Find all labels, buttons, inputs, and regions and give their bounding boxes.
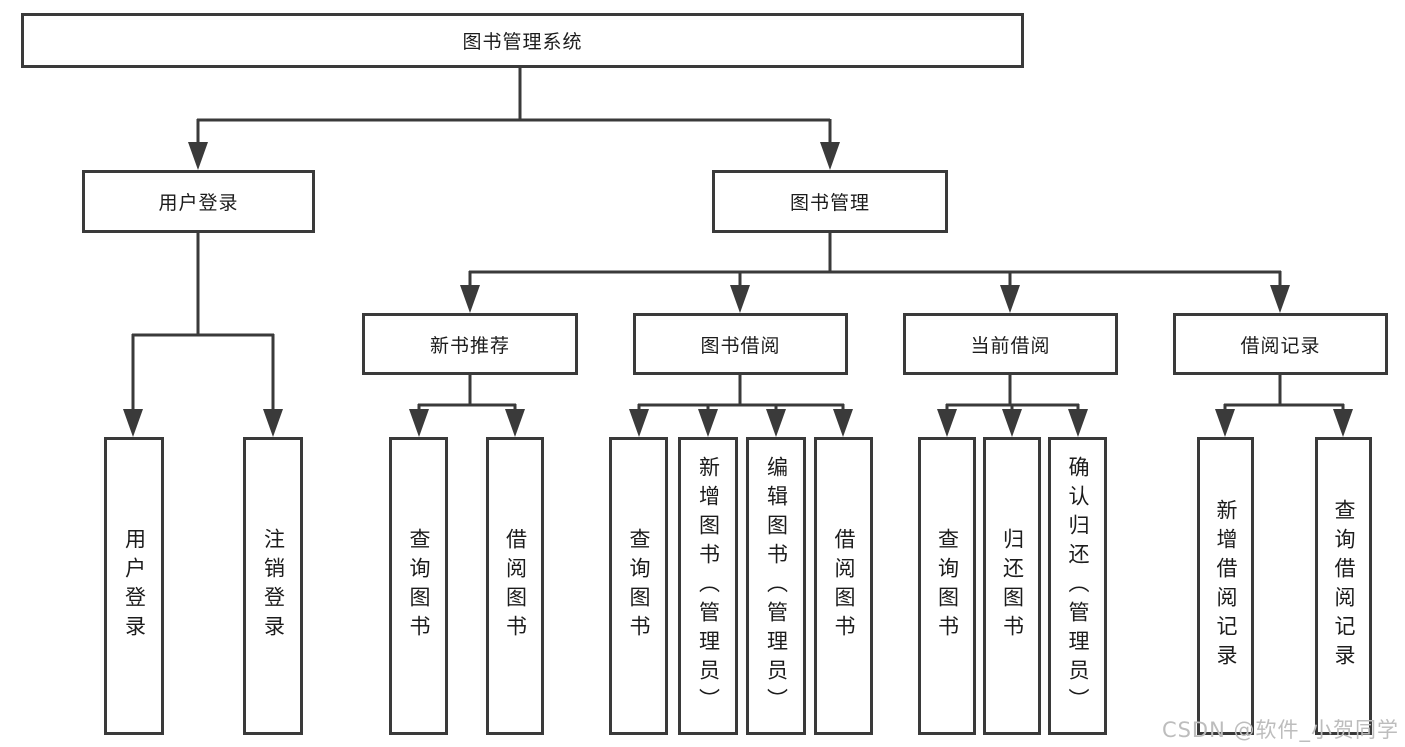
leaf-br-add-record: 新增借阅记录 xyxy=(1197,437,1254,735)
leaf-bb-edit-books-admin: 编辑图书（管理员） xyxy=(746,437,806,735)
leaf-cb-return-books: 归还图书 xyxy=(983,437,1041,735)
node-borrow-records: 借阅记录 xyxy=(1173,313,1388,375)
node-current-borrow-label: 当前借阅 xyxy=(970,334,1051,357)
leaf-br-query-record-label: 查询借阅记录 xyxy=(1332,499,1356,673)
leaf-cb-confirm-return-admin-label: 确认归还（管理员） xyxy=(1066,455,1090,717)
leaf-bb-add-books-admin-label: 新增图书（管理员） xyxy=(696,455,721,717)
leaf-cb-query-books-label: 查询图书 xyxy=(935,528,960,644)
leaf-bb-borrow-books: 借阅图书 xyxy=(814,437,873,735)
leaf-br-query-record: 查询借阅记录 xyxy=(1315,437,1372,735)
leaf-cb-return-books-label: 归还图书 xyxy=(1000,528,1025,644)
leaf-cb-query-books: 查询图书 xyxy=(918,437,976,735)
leaf-logout-login: 注销登录 xyxy=(243,437,303,735)
leaf-user-login: 用户登录 xyxy=(104,437,164,735)
node-user-login: 用户登录 xyxy=(82,170,315,233)
csdn-watermark: CSDN @软件_小贺同学 xyxy=(1161,718,1399,742)
leaf-logout-login-label: 注销登录 xyxy=(261,528,286,644)
leaf-bb-edit-books-admin-label: 编辑图书（管理员） xyxy=(764,455,789,717)
node-book-management-label: 图书管理 xyxy=(789,192,870,214)
leaf-bb-add-books-admin: 新增图书（管理员） xyxy=(678,437,738,735)
leaf-nbr-query-books-label: 查询图书 xyxy=(407,528,431,644)
node-root: 图书管理系统 xyxy=(21,13,1024,68)
node-current-borrow: 当前借阅 xyxy=(903,313,1118,375)
node-book-management: 图书管理 xyxy=(712,170,948,233)
leaf-br-add-record-label: 新增借阅记录 xyxy=(1214,499,1238,673)
leaf-bb-query-books-label: 查询图书 xyxy=(627,528,651,644)
node-new-book-recommend-label: 新书推荐 xyxy=(429,334,510,357)
leaf-nbr-query-books: 查询图书 xyxy=(389,437,448,735)
leaf-nbr-borrow-books: 借阅图书 xyxy=(486,437,544,735)
node-book-borrow: 图书借阅 xyxy=(633,313,848,375)
node-new-book-recommend: 新书推荐 xyxy=(362,313,578,375)
leaf-cb-confirm-return-admin: 确认归还（管理员） xyxy=(1048,437,1107,735)
leaf-user-login-label: 用户登录 xyxy=(122,528,147,644)
leaf-nbr-borrow-books-label: 借阅图书 xyxy=(503,528,528,644)
node-user-login-label: 用户登录 xyxy=(158,192,239,214)
node-root-label: 图书管理系统 xyxy=(462,31,583,53)
leaf-bb-borrow-books-label: 借阅图书 xyxy=(832,528,856,644)
node-borrow-records-label: 借阅记录 xyxy=(1240,334,1321,357)
node-book-borrow-label: 图书借阅 xyxy=(700,334,781,357)
leaf-bb-query-books: 查询图书 xyxy=(609,437,668,735)
